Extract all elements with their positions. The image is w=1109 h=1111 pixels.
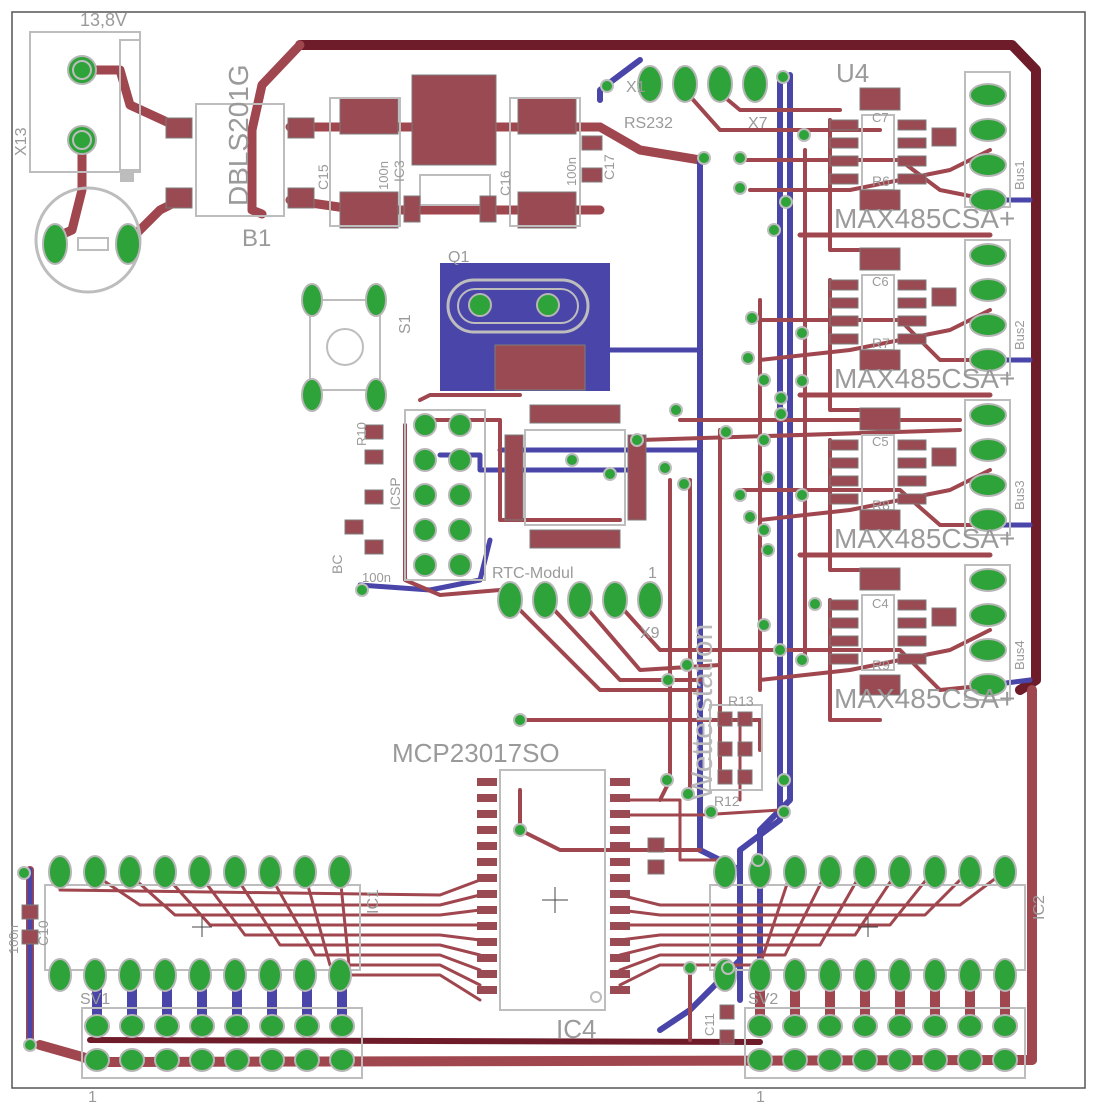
label-c7: C7	[872, 110, 889, 125]
header-sv1	[81, 1007, 363, 1079]
label-voltage: 13,8V	[80, 10, 127, 30]
label-max-1: MAX485CSA+	[834, 203, 1015, 234]
board-outline	[11, 11, 1086, 1089]
label-100n-d: 100n	[362, 570, 391, 585]
label-bridge: DBLS201G	[223, 64, 254, 206]
label-c4: C4	[872, 596, 889, 611]
label-b1: B1	[242, 225, 271, 252]
label-c15: C15	[315, 164, 331, 190]
label-c17: C17	[601, 154, 617, 180]
mcp23017-ic4	[477, 769, 630, 1011]
label-bus3: Bus3	[1012, 480, 1027, 510]
label-c10: C10	[35, 920, 51, 946]
label-one-a: 1	[648, 565, 657, 582]
label-rtc: RTC-Modul	[492, 565, 574, 582]
label-diagonal: Wetterstation	[686, 624, 719, 800]
label-one-b: 1	[88, 1089, 97, 1106]
label-c6: C6	[872, 274, 889, 289]
label-r13: R13	[728, 693, 754, 709]
rs485-block-3	[829, 399, 1011, 536]
voltage-regulator-ic3	[329, 74, 603, 229]
header-x7	[637, 65, 768, 103]
label-r10: R10	[354, 422, 369, 446]
label-c16: C16	[497, 170, 513, 196]
label-sv2: SV2	[748, 991, 778, 1008]
label-x9: X9	[640, 625, 660, 642]
rtc-module-header	[497, 581, 663, 619]
screw-terminal-x13	[29, 31, 141, 182]
silkscreen-labels: 13,8V X13 DBLS201G B1 C15 IC3 C16 C17 10…	[6, 10, 1048, 1106]
rs485-block-1	[829, 71, 1011, 212]
rs485-block-4	[829, 564, 1011, 701]
label-bus4: Bus4	[1012, 640, 1027, 670]
label-c5: C5	[872, 434, 889, 449]
label-100n-c: 100n	[6, 925, 21, 954]
label-max-4: MAX485CSA+	[834, 683, 1015, 714]
label-bus1: Bus1	[1012, 160, 1027, 190]
label-max-3: MAX485CSA+	[834, 523, 1015, 554]
microcontroller-tqfp	[494, 344, 647, 549]
label-x13: X13	[13, 127, 30, 156]
label-r7: R7	[872, 335, 890, 351]
label-bus2: Bus2	[1012, 320, 1027, 350]
label-bc: BC	[329, 555, 345, 574]
label-r9: R9	[872, 657, 890, 673]
label-q1: Q1	[448, 249, 469, 266]
icsp-header	[344, 409, 486, 581]
label-u4: U4	[836, 58, 869, 88]
crystal-q1	[446, 278, 590, 334]
label-ic3: IC3	[391, 160, 407, 182]
label-x7: X7	[748, 115, 768, 132]
bridge-rectifier-b1	[165, 103, 315, 217]
power-jack	[34, 186, 142, 294]
small-capacitors	[21, 837, 735, 1045]
label-ic1: IC1	[365, 889, 382, 914]
label-r12: R12	[714, 793, 740, 809]
label-r8: R8	[872, 497, 890, 513]
resistor-pack-r12-r13	[709, 704, 763, 791]
label-100n-a: 100n	[376, 161, 391, 190]
label-one-c: 1	[756, 1089, 765, 1106]
label-max-2: MAX485CSA+	[834, 363, 1015, 394]
label-ic2: IC2	[1031, 895, 1048, 920]
dip-ic1	[44, 855, 361, 992]
header-sv2	[744, 1007, 1026, 1079]
label-mcp: MCP23017SO	[392, 738, 560, 768]
label-rs232: RS232	[624, 115, 673, 132]
label-x1: X1	[626, 79, 646, 96]
vias	[17, 70, 822, 1052]
rs485-block-2	[829, 239, 1011, 376]
label-icsp: ICSP	[387, 477, 403, 510]
label-ic4: IC4	[556, 1014, 596, 1044]
label-s1: S1	[397, 314, 414, 334]
connector-bottom-bars	[92, 970, 1010, 1035]
label-sv1: SV1	[80, 991, 110, 1008]
label-100n-b: 100n	[564, 157, 579, 186]
label-c11: C11	[702, 1013, 717, 1036]
label-r6: R6	[872, 173, 890, 189]
switch-s1	[301, 283, 387, 412]
